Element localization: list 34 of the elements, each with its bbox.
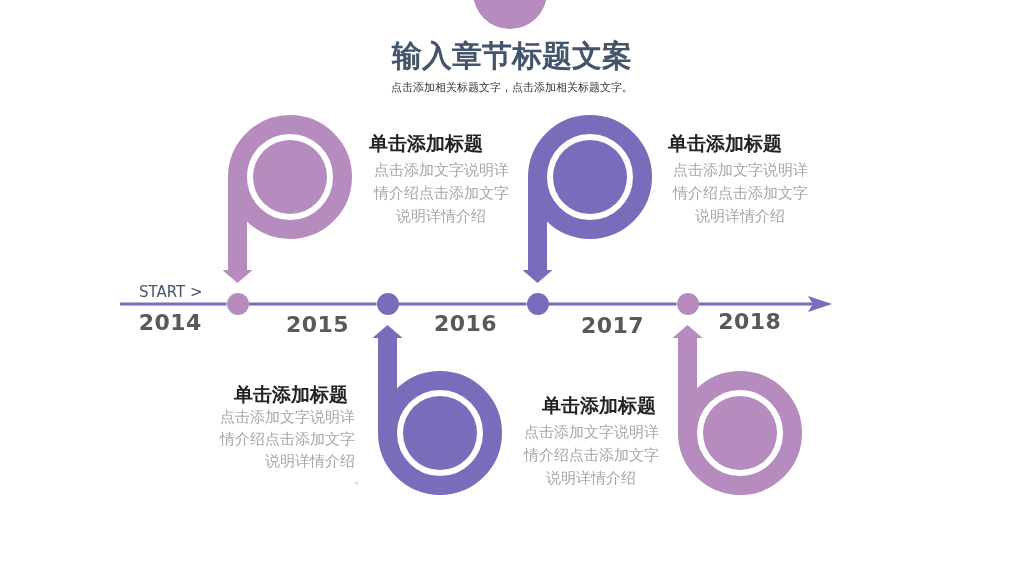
year-label: 2017 — [580, 313, 645, 339]
period-mark: 。 — [354, 472, 366, 486]
year-label: 2016 — [433, 311, 498, 337]
timeline-line — [548, 302, 677, 306]
chapter-title: 输入章节标题文案 — [392, 37, 632, 75]
subtitle-text: 点击添加相关标题文字，点击添加相关标题文字。 — [391, 80, 633, 94]
timeline-line — [120, 302, 227, 306]
section-heading: 单击添加标题 — [234, 382, 348, 406]
timeline-line — [248, 302, 377, 306]
description-text: 点击添加文字说明详情介绍点击添加文字说明详情介绍 — [218, 408, 355, 471]
ring-badge — [228, 115, 352, 239]
stem-arrow — [372, 325, 403, 371]
description-text: 点击添加文字说明详情介绍点击添加文字说明详情介绍 — [372, 160, 510, 226]
description-text: 点击添加文字说明详情介绍点击添加文字说明详情介绍 — [671, 160, 809, 226]
description-text: 点击添加文字说明详情介绍点击添加文字说明详情介绍 — [522, 422, 660, 488]
ring-badge — [378, 371, 502, 495]
year-label: 2014 — [138, 310, 202, 336]
ring-badge — [678, 371, 802, 495]
stem-arrow — [522, 239, 553, 283]
timeline-dot — [226, 293, 249, 315]
year-label: 2015 — [285, 312, 350, 338]
timeline-dot — [376, 293, 399, 315]
year-label: 2018 — [718, 309, 782, 335]
start-label: START > — [139, 283, 203, 301]
section-heading: 单击添加标题 — [542, 393, 656, 417]
stem-arrow — [672, 325, 703, 371]
timeline-arrow — [698, 296, 832, 312]
section-heading: 单击添加标题 — [668, 131, 782, 155]
ring-badge — [528, 115, 652, 239]
timeline-dot — [676, 293, 699, 315]
timeline-line — [398, 302, 527, 306]
section-heading: 单击添加标题 — [369, 131, 483, 155]
stem-arrow — [222, 239, 253, 283]
timeline-dot — [526, 293, 549, 315]
